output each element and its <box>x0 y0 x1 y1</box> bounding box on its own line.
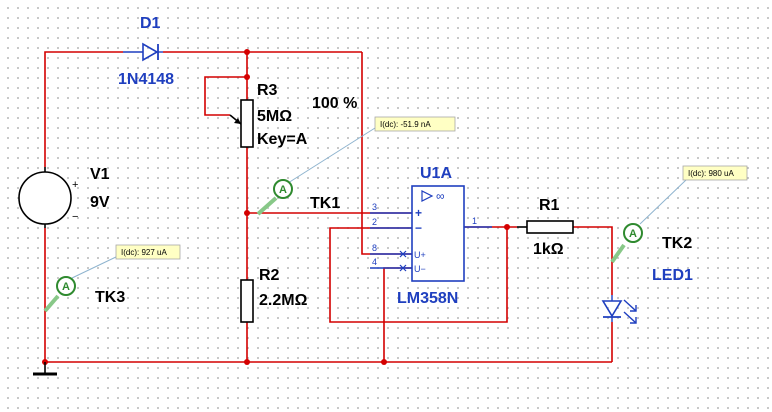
u1a-supply-minus: U− <box>414 264 426 274</box>
r3-ref: R3 <box>257 82 278 99</box>
probe-tk2-lead <box>639 179 687 225</box>
probe-tk2-meter-letter: A <box>629 228 637 240</box>
junction-dot <box>244 74 250 80</box>
probe-tk1-reading: I(dc): -51.9 nA <box>380 120 431 129</box>
r1-body <box>526 220 574 234</box>
resistor-r1[interactable]: R1 1kΩ <box>517 197 574 258</box>
probe-tk3-arrow-icon <box>43 294 60 313</box>
pin-number-8: 8 <box>372 243 377 253</box>
probe-tk1-lead <box>287 127 376 184</box>
probe-tk2-readout-box <box>682 165 748 181</box>
r1-value: 1kΩ <box>533 241 564 258</box>
wire-feedback[interactable] <box>329 227 508 323</box>
led-ref: LED1 <box>652 267 693 284</box>
r3-key: Key=A <box>257 131 308 148</box>
u1a-plus-input: + <box>415 206 422 220</box>
wire-r3-wiper[interactable] <box>204 76 247 116</box>
probe-tk3-readout-box <box>115 244 181 260</box>
v1-value: 9V <box>90 194 110 211</box>
probe-tk1-name: TK1 <box>310 195 340 212</box>
potentiometer-r3[interactable]: R3 5MΩ Key=A 100 % <box>229 82 357 148</box>
opamp-u1a[interactable]: ∞ + − U+ U− 3 2 8 4 1 U1A LM358N <box>370 165 492 307</box>
r2-body <box>240 279 254 323</box>
r3-setting: 100 % <box>312 95 357 112</box>
junction-dot <box>504 224 510 230</box>
probe-tk1-readout-box <box>374 116 456 132</box>
u1a-ref: U1A <box>420 165 452 182</box>
u1a-minus-input: − <box>415 221 422 235</box>
r1-ref: R1 <box>539 197 560 214</box>
junction-dot <box>381 359 387 365</box>
junction-dot <box>244 359 250 365</box>
pin-number-4: 4 <box>372 257 377 267</box>
ground-symbol[interactable] <box>33 362 57 376</box>
r3-body <box>240 99 254 148</box>
u1a-triangle-icon <box>421 190 434 202</box>
probe-tk3-reading: I(dc): 927 uA <box>121 248 167 257</box>
u1a-body <box>411 185 465 282</box>
voltage-source-v1[interactable]: + − V1 9V <box>18 166 110 228</box>
probe-tk2-name: TK2 <box>662 235 692 252</box>
probe-tk3-lead <box>71 255 119 279</box>
probe-tk3-meter-icon <box>56 276 76 296</box>
probe-tk2-arrow-icon <box>610 243 626 264</box>
probe-tk2-meter-icon <box>623 223 643 243</box>
u1a-supply-plus: U+ <box>414 250 426 260</box>
probe-tk2[interactable]: I(dc): 980 uA A TK2 <box>610 165 748 264</box>
probe-tk3-name: TK3 <box>95 289 125 306</box>
led-light-arrows-icon <box>623 299 637 324</box>
led-led1[interactable]: LED1 <box>601 267 693 324</box>
probe-tk1-meter-letter: A <box>279 184 287 196</box>
probe-tk2-reading: I(dc): 980 uA <box>688 169 734 178</box>
v1-plus-sign: + <box>72 179 78 191</box>
pin-number-2: 2 <box>372 217 377 227</box>
led-triangle <box>601 300 623 318</box>
probe-tk3-meter-letter: A <box>62 281 70 293</box>
junction-dot <box>244 210 250 216</box>
wire-r1-led[interactable] <box>573 226 613 295</box>
u1a-model: LM358N <box>397 290 458 307</box>
probe-tk3[interactable]: I(dc): 927 uA A TK3 <box>43 244 181 313</box>
r2-ref: R2 <box>259 267 280 284</box>
resistor-r2[interactable]: R2 2.2MΩ <box>240 267 308 323</box>
diode-model: 1N4148 <box>118 71 174 88</box>
wire-pin4-gnd[interactable] <box>383 267 412 362</box>
r2-value: 2.2MΩ <box>259 292 308 309</box>
diode-triangle <box>142 42 159 62</box>
v1-ref: V1 <box>90 166 110 183</box>
pin-number-3: 3 <box>372 202 377 212</box>
pin8-x-mark <box>399 250 407 258</box>
wire-top-left[interactable] <box>44 51 123 167</box>
r3-wiper-tip <box>234 118 241 124</box>
diode-ref: D1 <box>140 15 161 32</box>
u1a-infinity: ∞ <box>436 189 445 203</box>
junction-dot <box>244 49 250 55</box>
wire-vcc-pin8[interactable] <box>361 52 412 255</box>
probe-tk1[interactable]: I(dc): -51.9 nA A TK1 <box>256 116 456 216</box>
diode-d1[interactable]: D1 1N4148 <box>118 15 174 88</box>
probe-tk1-meter-icon <box>273 179 293 199</box>
probe-tk1-arrow-icon <box>256 196 278 216</box>
pin4-x-mark <box>399 264 407 272</box>
pin-number-1: 1 <box>472 216 477 226</box>
r3-value: 5MΩ <box>257 108 292 125</box>
v1-minus-sign: − <box>72 211 78 223</box>
v1-body <box>18 171 72 225</box>
